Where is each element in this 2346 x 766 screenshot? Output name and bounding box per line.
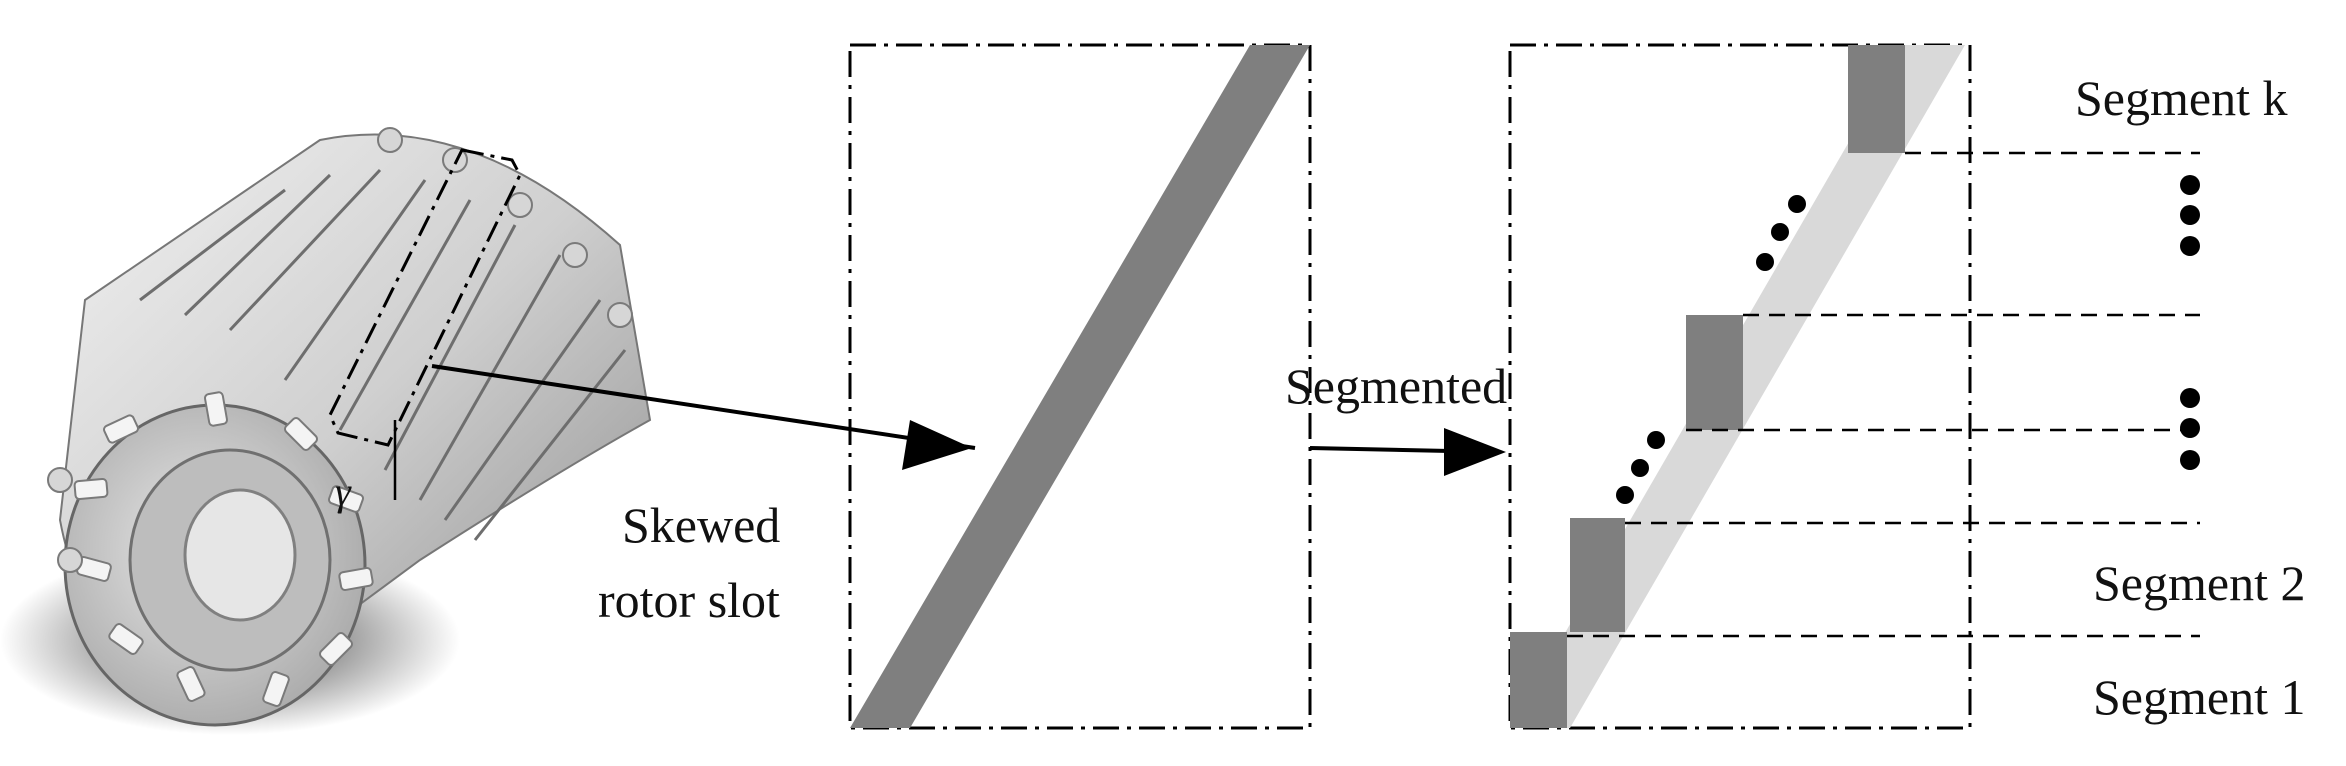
slot-to-panel-arrow — [431, 364, 976, 450]
segmented-arrowhead — [1444, 428, 1506, 476]
skewed-panel-frame — [848, 43, 1312, 730]
skewed-label-line2: rotor slot — [598, 572, 780, 628]
segment-boundaries — [1567, 151, 2200, 638]
segment-1-block — [1510, 632, 1567, 728]
slot-to-panel-arrowhead — [902, 420, 972, 470]
highlighted-slot-outline — [328, 148, 522, 447]
segment-2-label: Segment 2 — [2093, 555, 2305, 611]
segment-1-label: Segment 1 — [2093, 669, 2305, 725]
segment-k-label: Segment k — [2075, 70, 2287, 126]
segmented-label: Segmented — [1285, 358, 1507, 414]
rotor-bars — [139, 168, 627, 541]
rotor-shaft-bore — [183, 488, 297, 622]
rotor-bar-ends — [73, 391, 374, 707]
vertical-ellipsis-lower — [2180, 388, 2200, 470]
segmented-slot-panel — [1508, 43, 1972, 730]
segment-mid-block — [1686, 315, 1743, 430]
skewed-slot-panel — [848, 43, 1312, 730]
vertical-ellipsis-upper — [2180, 175, 2200, 256]
rotor-illustration: γ — [0, 127, 652, 735]
skew-angle-symbol: γ — [335, 469, 352, 514]
skewed-label-line1: Skewed — [622, 497, 780, 553]
diagonal-ellipsis-upper — [1756, 195, 1806, 271]
diagonal-ellipsis-lower — [1616, 431, 1665, 504]
skewed-slot-bar — [850, 45, 1310, 728]
segment-2-block — [1570, 518, 1625, 632]
segment-k-block — [1848, 45, 1905, 153]
segmented-arrow — [1309, 446, 1451, 453]
rotor-fins — [47, 127, 633, 573]
segmented-panel-frame — [1508, 43, 1972, 730]
